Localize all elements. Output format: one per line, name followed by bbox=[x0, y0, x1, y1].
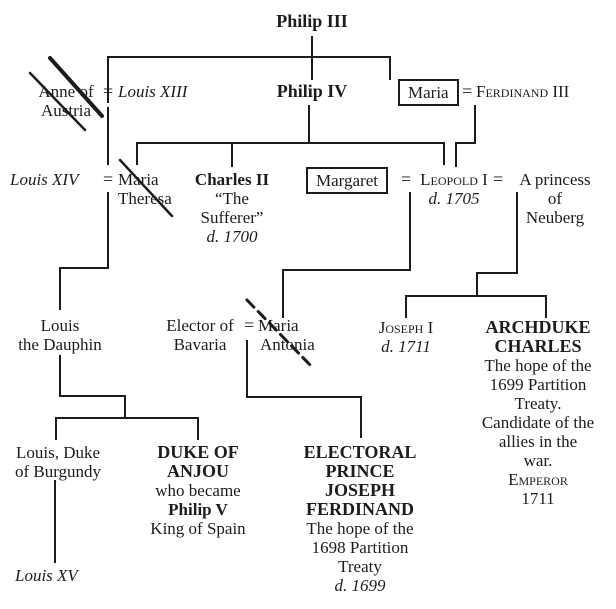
person-leopold-i: Leopold I d. 1705 bbox=[414, 170, 494, 208]
line-louis-xiv-to-dauphin bbox=[59, 192, 109, 310]
name-line: Maria bbox=[258, 316, 299, 335]
person-ferdinand-iii: Ferdinand III bbox=[476, 82, 570, 101]
person-louis-xiv: Louis XIV bbox=[10, 170, 79, 189]
name-line: Charles II bbox=[194, 170, 270, 189]
person-archduke-charles: ARCHDUKE CHARLES The hope of the 1699 Pa… bbox=[468, 317, 608, 509]
name-line: FERDINAND bbox=[306, 499, 414, 519]
name-line: Elector of bbox=[166, 316, 234, 335]
name-line: Anne of bbox=[38, 82, 94, 101]
name-line: Louis, Duke bbox=[15, 443, 101, 462]
name-line: A princess bbox=[519, 170, 591, 189]
note-line: 1711 bbox=[521, 489, 555, 508]
name-line: JOSEPH bbox=[324, 480, 395, 500]
person-princess-neuberg: A princess of Neuberg bbox=[505, 170, 605, 227]
death-year: d. 1705 bbox=[428, 189, 480, 208]
person-maria-boxed: Maria bbox=[398, 79, 459, 106]
note-line: Treaty. bbox=[514, 394, 562, 413]
person-louis-burgundy: Louis, Duke of Burgundy bbox=[3, 443, 113, 481]
strike-anne-of-austria-2 bbox=[48, 56, 104, 118]
note-line: allies in the bbox=[498, 432, 578, 451]
note-line: The hope of the bbox=[484, 356, 592, 375]
name-line: Sufferer” bbox=[200, 208, 264, 227]
name-line: ANJOU bbox=[167, 461, 229, 481]
name-line: of bbox=[547, 189, 563, 208]
marriage-symbol: = bbox=[462, 81, 473, 101]
note-line: King of Spain bbox=[150, 519, 246, 538]
death-year: d. 1700 bbox=[206, 227, 258, 246]
person-anne-of-austria: Anne of Austria bbox=[24, 82, 108, 120]
note-line: Candidate of the bbox=[481, 413, 595, 432]
name-line: Maria bbox=[118, 170, 159, 189]
strike-anne-of-austria bbox=[28, 71, 87, 132]
marriage-symbol: = bbox=[244, 315, 255, 335]
person-electoral-prince: ELECTORAL PRINCE JOSEPH FERDINAND The ho… bbox=[290, 442, 430, 596]
name-line: of Burgundy bbox=[14, 462, 102, 481]
person-maria-antonia: Maria Antonia bbox=[258, 316, 315, 354]
name-line: Leopold I bbox=[420, 170, 488, 189]
note-line: 1698 Partition bbox=[311, 538, 409, 557]
marriage-symbol: = bbox=[493, 169, 504, 189]
name-line: PRINCE bbox=[325, 461, 395, 481]
person-elector-bavaria: Elector of Bavaria bbox=[155, 316, 245, 354]
note-line: 1699 Partition bbox=[489, 375, 587, 394]
note-line: war. bbox=[523, 451, 553, 470]
name-line: Neuberg bbox=[525, 208, 585, 227]
name-line: ELECTORAL bbox=[303, 442, 417, 462]
marriage-symbol: = bbox=[103, 169, 114, 189]
marriage-symbol: = bbox=[103, 81, 114, 101]
person-louis-xiii: Louis XIII bbox=[118, 82, 188, 101]
person-duke-anjou: DUKE OF ANJOU who became Philip V King o… bbox=[130, 442, 266, 539]
death-year: d. 1711 bbox=[381, 337, 431, 356]
line-sibling-bar-gen1 bbox=[107, 56, 391, 103]
name-line: the Dauphin bbox=[18, 335, 102, 354]
name-line: ARCHDUKE bbox=[485, 317, 591, 337]
person-philip-iii: Philip III bbox=[276, 11, 348, 31]
name-line: Antonia bbox=[260, 335, 315, 354]
person-margaret-boxed: Margaret bbox=[306, 167, 388, 194]
person-charles-ii: Charles II “The Sufferer” d. 1700 bbox=[182, 170, 282, 246]
marriage-symbol: = bbox=[401, 169, 412, 189]
name-line: Austria bbox=[40, 101, 92, 120]
strike-maria-antonia bbox=[245, 298, 315, 370]
strike-maria-theresa bbox=[118, 158, 174, 218]
line-dauphin-children bbox=[55, 355, 199, 440]
name-line: CHARLES bbox=[494, 336, 582, 356]
line-philip-iv-children bbox=[136, 105, 445, 167]
note-line: Emperor bbox=[508, 470, 568, 489]
note-line: Treaty bbox=[338, 557, 382, 576]
line-margaret-to-maria-antonia bbox=[282, 192, 411, 318]
name-line: Philip V bbox=[168, 500, 228, 519]
person-maria-theresa: Maria Theresa bbox=[118, 170, 172, 208]
death-year: d. 1699 bbox=[334, 576, 386, 595]
name-line: Louis bbox=[40, 316, 80, 335]
name-line: Bavaria bbox=[173, 335, 227, 354]
person-philip-iv: Philip IV bbox=[276, 81, 348, 101]
line-bavaria-to-electoral-prince bbox=[246, 340, 362, 438]
person-louis-xv: Louis XV bbox=[15, 566, 78, 585]
name-line: DUKE OF bbox=[157, 442, 239, 462]
line-ferdinand-to-leopold bbox=[455, 105, 476, 167]
line-neuberg-children bbox=[405, 192, 547, 318]
name-line: “The bbox=[215, 189, 249, 208]
person-joseph-i: Joseph I d. 1711 bbox=[364, 318, 448, 356]
note-line: who became bbox=[155, 481, 241, 500]
name-line: Theresa bbox=[118, 189, 172, 208]
person-louis-dauphin: Louis the Dauphin bbox=[5, 316, 115, 354]
name-line: Joseph I bbox=[378, 318, 434, 337]
note-line: The hope of the bbox=[306, 519, 414, 538]
